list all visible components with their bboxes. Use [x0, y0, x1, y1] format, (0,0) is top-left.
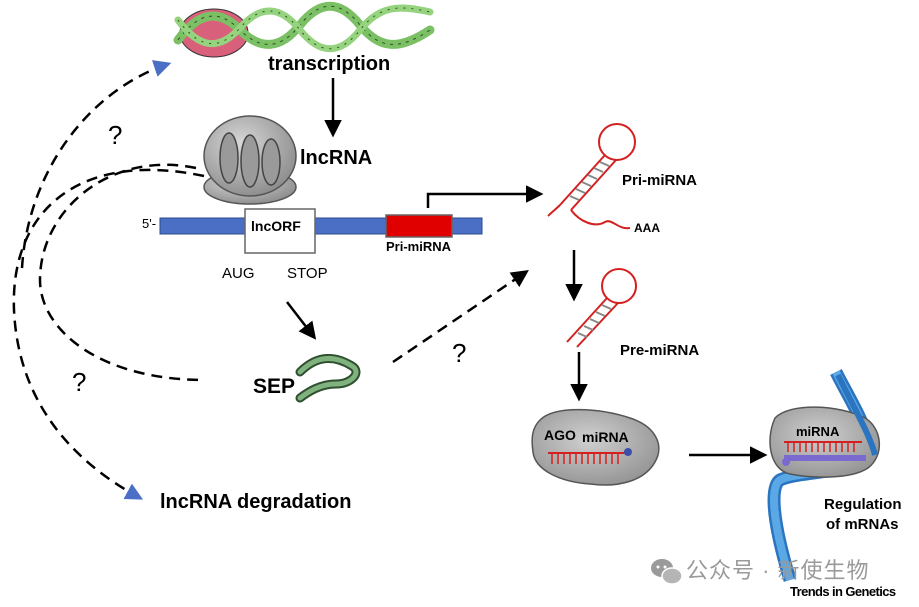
- source-credit: Trends in Genetics: [790, 584, 896, 599]
- pri-mirna-box-label: Pri-miRNA: [386, 239, 452, 254]
- regulation-label-line1: Regulation: [824, 496, 902, 513]
- watermark-text: 公众号 · 新使生物: [686, 558, 870, 583]
- translation-arrow: [286, 301, 317, 340]
- mrna-regulation-complex: [767, 369, 881, 582]
- sep-feedback-curve: [38, 163, 206, 382]
- ago-complex: [531, 408, 660, 486]
- lncrna-degradation-label: lncRNA degradation: [160, 491, 352, 513]
- sep-label: SEP: [253, 375, 296, 398]
- pri-mirna-label: Pri-miRNA: [622, 172, 698, 189]
- wechat-icon: [651, 559, 683, 585]
- five-prime-label: 5'-: [142, 216, 157, 231]
- polya-tail-label: AAA: [634, 221, 660, 235]
- ago-label: AGO: [544, 427, 576, 443]
- regulation-label-line2: of mRNAs: [826, 516, 899, 533]
- ribosome: [203, 115, 297, 205]
- mirna-label: miRNA: [582, 429, 629, 445]
- lncorf-box: [244, 208, 316, 254]
- mirna-bound-label: miRNA: [796, 424, 840, 439]
- lncorf-label: lncORF: [251, 218, 301, 234]
- lncrna-label: lncRNA: [300, 147, 373, 169]
- pre-mirna-label: Pre-miRNA: [620, 342, 700, 359]
- transcription-label: transcription: [268, 53, 391, 75]
- stop-label: STOP: [287, 265, 328, 282]
- aug-label: AUG: [222, 265, 255, 282]
- dna-helix: [173, 1, 435, 58]
- pri-mirna-hairpin: [547, 123, 636, 230]
- question-mark-degradation: ?: [72, 367, 87, 397]
- question-mark-transcription: ?: [108, 120, 123, 150]
- pre-mirna-hairpin: [566, 268, 637, 348]
- pri-mirna-segment: [385, 214, 453, 238]
- sep-to-mirna-arrow: [392, 270, 529, 364]
- transcription-feedback-arrow: [20, 60, 172, 269]
- pri-mirna-transcription-arrow: [426, 185, 544, 208]
- degradation-arrow: [12, 168, 205, 500]
- question-mark-mirna: ?: [452, 338, 467, 368]
